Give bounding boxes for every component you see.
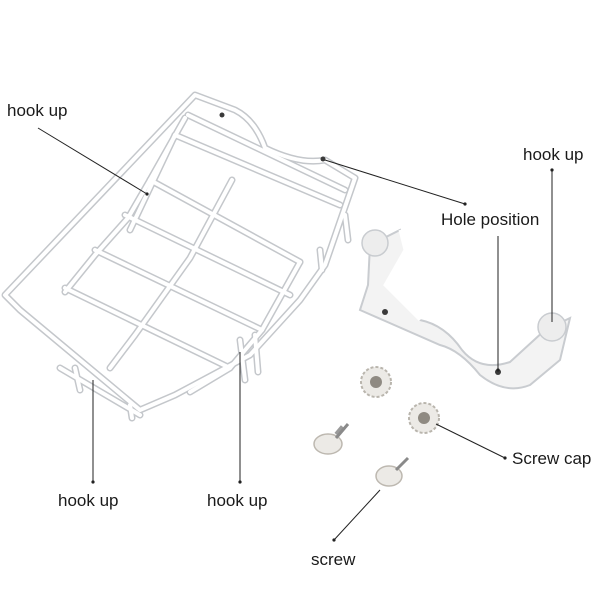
mounting-bracket: [358, 228, 572, 390]
screw-cap-top: [360, 366, 392, 398]
bracket-hole-left: [382, 309, 388, 315]
wire-basket: [1, 91, 359, 422]
label-hook-up-bottom-left: hook up: [58, 491, 119, 510]
label-screw-cap: Screw cap: [512, 449, 592, 468]
label-hook-up-top-right: hook up: [523, 145, 584, 164]
label-screw: screw: [311, 550, 356, 569]
label-hole-position: Hole position: [441, 210, 540, 229]
bracket-ball-left: [361, 229, 389, 257]
label-hook-up-bottom-mid: hook up: [207, 491, 268, 510]
basket-hole-right: [320, 156, 326, 162]
screw-left: [313, 423, 350, 455]
screw-right: [375, 456, 410, 487]
label-hook-up-top-left: hook up: [7, 101, 68, 120]
screw-cap-bottom: [408, 402, 440, 434]
leader-lines: [37, 127, 554, 542]
basket-hole-left: [219, 112, 225, 118]
